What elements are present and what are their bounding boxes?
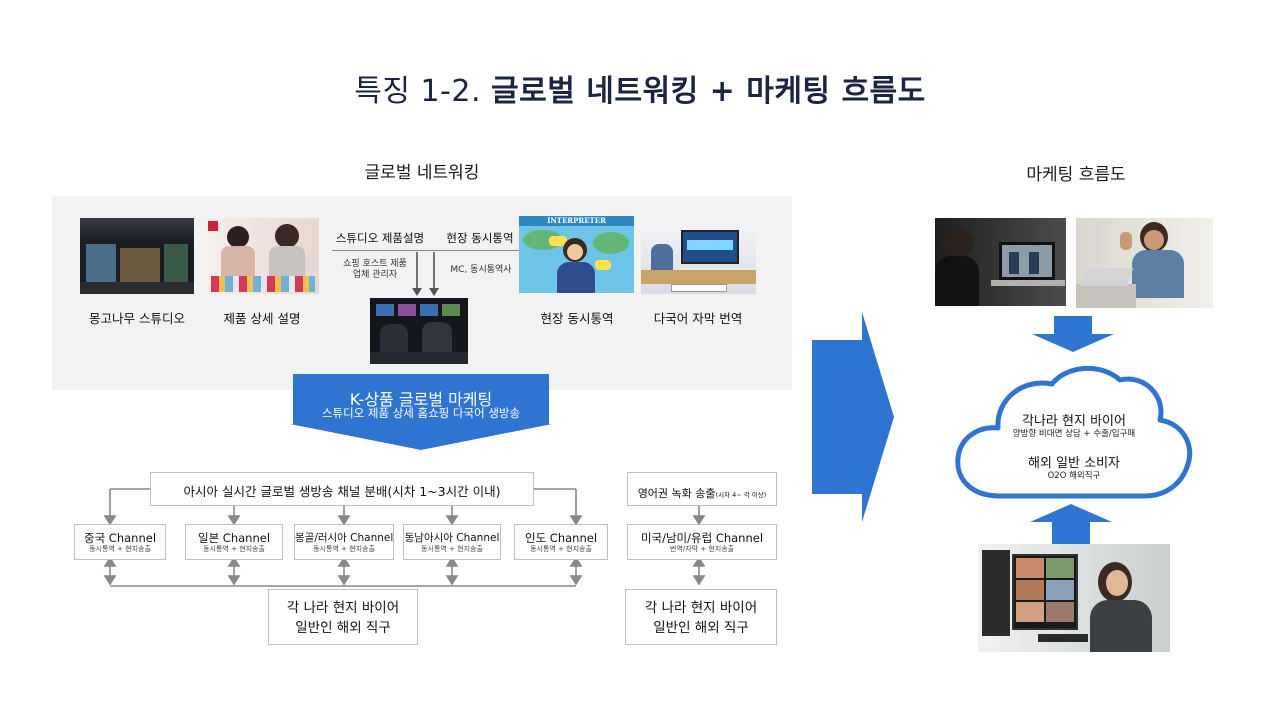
channel-southeast-asia-sub: 동시통역 + 현지송출 xyxy=(421,545,483,553)
up-arrow-to-cloud xyxy=(1030,504,1112,544)
channel-india-name: 인도 Channel xyxy=(524,531,598,545)
buyers-cloud xyxy=(955,365,1193,499)
channel-japan: 일본 Channel 동시통역 + 현지송출 xyxy=(185,524,283,560)
channel-india-sub: 동시통역 + 현지송출 xyxy=(530,545,592,553)
video-conference-photo xyxy=(978,544,1170,652)
studio-product-label: 스튜디오 제품설명 xyxy=(335,231,425,245)
cloud-line2: 해외 일반 소비자 xyxy=(1028,456,1120,471)
channel-mongolia-russia-sub: 동시통역 + 현지송출 xyxy=(313,545,375,553)
english-broadcast-title: 영어권 녹화 송출 xyxy=(637,487,716,500)
studio-product-sub: 쇼핑 호스트 제품 업체 관리자 xyxy=(343,259,407,280)
channel-americas-europe: 미국/남미/유럽 Channel 번역/자막 + 현지송출 xyxy=(627,524,777,560)
english-buyers-box: 각 나라 현지 바이어 일반인 해외 직구 xyxy=(625,589,777,645)
product-detail-caption: 제품 상세 설명 xyxy=(223,311,301,326)
banner-title: K-상품 글로벌 마케팅 xyxy=(349,390,493,409)
video-call-woman-photo xyxy=(1076,218,1213,308)
channel-southeast-asia-name: 동남아시아 Channel xyxy=(404,532,500,544)
down-arrow-to-cloud xyxy=(1032,316,1114,352)
asia-distribution-box xyxy=(150,472,534,506)
english-buyers-line1: 각 나라 현지 바이어 xyxy=(644,600,758,616)
control-room-photo xyxy=(370,298,468,364)
channel-china-sub: 동시통역 + 현지송출 xyxy=(89,545,151,553)
down-arrows-to-control-room xyxy=(412,252,439,296)
cloud-line2-sub: O2O 해외직구 xyxy=(1047,471,1101,481)
asia-buyers-line1: 각 나라 현지 바이어 xyxy=(286,600,400,616)
english-broadcast-box xyxy=(627,472,777,506)
channel-mongolia-russia: 몽골/러시아 Channel 동시통역 + 현지송출 xyxy=(294,524,394,560)
studio-photo xyxy=(80,218,194,294)
video-call-laptop-photo xyxy=(935,218,1066,306)
subtitle-caption: 다국어 자막 번역 xyxy=(653,311,743,326)
channel-japan-name: 일본 Channel xyxy=(197,531,271,545)
asia-distribution-label: 아시아 실시간 글로벌 생방송 채널 분배(시차 1~3시간 이내) xyxy=(183,484,501,499)
k-product-banner-arrow xyxy=(290,374,552,450)
interpreter-photo: INTERPRETER xyxy=(519,216,634,293)
english-buyers-line2: 일반인 해외 직구 xyxy=(653,620,749,636)
asia-buyers-line2: 일반인 해외 직구 xyxy=(295,620,391,636)
interpreter-sign-text: INTERPRETER xyxy=(547,216,606,225)
english-broadcast-note: (시차 4~ 각 이상) xyxy=(715,491,767,499)
title-main: 글로벌 네트워킹 + 마케팅 흐름도 xyxy=(491,74,926,109)
distribution-connectors xyxy=(103,488,706,587)
label-divider xyxy=(332,250,520,251)
asia-buyers-box: 각 나라 현지 바이어 일반인 해외 직구 xyxy=(268,589,418,645)
english-broadcast-label: 영어권 녹화 송출(시차 4~ 각 이상) xyxy=(627,482,777,501)
onsite-interp-label: 현장 동시통역 xyxy=(446,231,514,245)
channel-china-name: 중국 Channel xyxy=(83,531,157,545)
subtitle-photo xyxy=(641,218,756,294)
main-flow-arrow xyxy=(812,312,894,522)
channel-mongolia-russia-name: 몽골/러시아 Channel xyxy=(295,532,394,544)
interpreter-caption: 현장 동시통역 xyxy=(540,311,614,326)
channel-southeast-asia: 동남아시아 Channel 동시통역 + 현지송출 xyxy=(403,524,501,560)
global-networking-heading: 글로벌 네트워킹 xyxy=(364,163,480,183)
cloud-line1-sub: 양방향 비대면 상담 + 수출/입구매 xyxy=(1012,429,1136,439)
cloud-line1: 각나라 현지 바이어 xyxy=(1022,414,1126,429)
banner-subtitle: 스튜디오 제품 상세 홈쇼핑 다국어 생방송 xyxy=(321,406,521,420)
onsite-interp-sub: MC, 동시통역사 xyxy=(450,265,512,275)
channel-americas-europe-sub: 번역/자막 + 현지송출 xyxy=(669,545,735,553)
title-prefix: 특징 1-2. xyxy=(354,74,492,109)
marketing-flow-heading: 마케팅 흐름도 xyxy=(1026,165,1126,185)
channel-americas-europe-name: 미국/남미/유럽 Channel xyxy=(640,531,764,545)
studio-caption: 몽고나무 스튜디오 xyxy=(89,311,185,326)
product-detail-photo xyxy=(205,218,319,294)
channel-japan-sub: 동시통역 + 현지송출 xyxy=(203,545,265,553)
page-title: 특징 1-2. 글로벌 네트워킹 + 마케팅 흐름도 xyxy=(0,66,1280,110)
channel-india: 인도 Channel 동시통역 + 현지송출 xyxy=(514,524,608,560)
channel-china: 중국 Channel 동시통역 + 현지송출 xyxy=(74,524,166,560)
